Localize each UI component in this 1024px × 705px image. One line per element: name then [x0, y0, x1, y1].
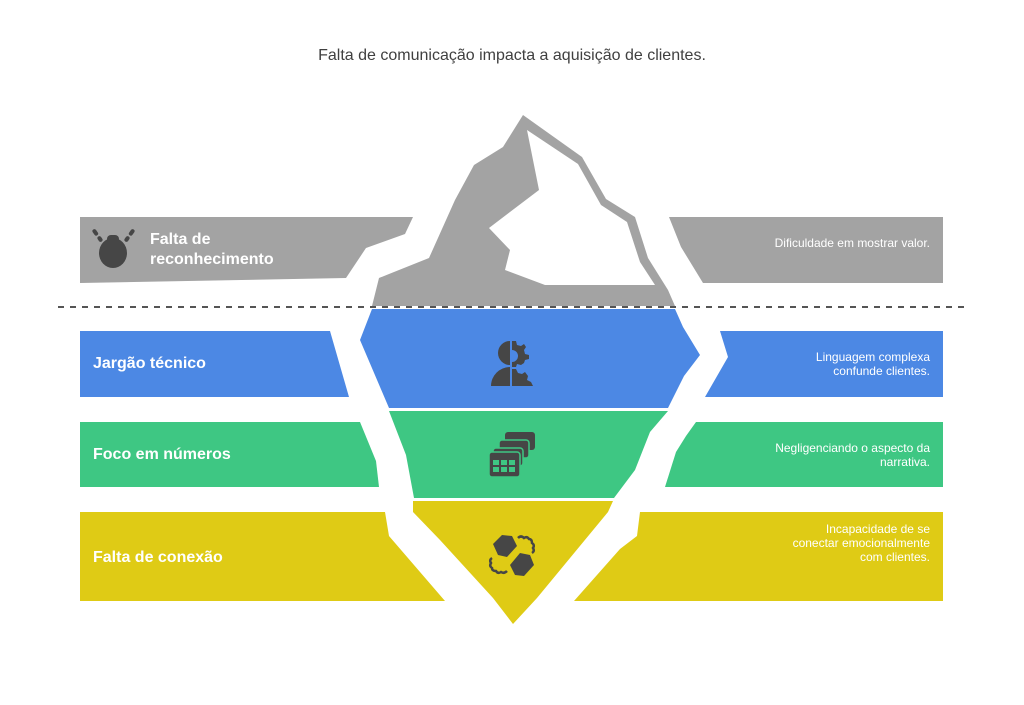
band-right-yellow: [574, 512, 943, 601]
layer-label-line-2: reconhecimento: [150, 251, 274, 268]
layer-label-line-1: Falta de: [150, 231, 211, 248]
layer-description-numeros: Negligenciando o aspecto da narrativa.: [775, 441, 930, 469]
band-left-gray: [80, 217, 413, 283]
band-left-blue: [80, 331, 349, 397]
layer-description-jargao: Linguagem complexa confunde clientes.: [815, 350, 930, 378]
iceberg-layer-blue: [360, 309, 700, 408]
head-alert-icon: [92, 229, 135, 268]
person-gear-icon: [491, 341, 533, 386]
diagram-title: Falta de comunicação impacta a aquisição…: [318, 47, 706, 64]
band-left-yellow: [80, 512, 445, 601]
band-right-green: [665, 422, 943, 487]
layer-label-foco-em-numeros: Foco em números: [93, 446, 231, 463]
spreadsheets-stack-icon: [488, 432, 535, 478]
layer-description-reconhecimento: Dificuldade em mostrar valor.: [774, 236, 930, 250]
broken-connection-icon: [488, 535, 536, 576]
layer-label-jargao-tecnico: Jargão técnico: [93, 355, 206, 372]
layer-label-falta-de-conexao: Falta de conexão: [93, 549, 223, 566]
iceberg-snow: [489, 130, 655, 285]
layer-description-conexao: Incapacidade de se conectar emocionalmen…: [792, 522, 930, 564]
band-left-green: [80, 422, 379, 487]
layer-label-falta-de-reconhecimento: Falta de reconhecimento: [150, 230, 274, 270]
band-right-gray: [669, 217, 943, 283]
band-right-blue: [705, 331, 943, 397]
